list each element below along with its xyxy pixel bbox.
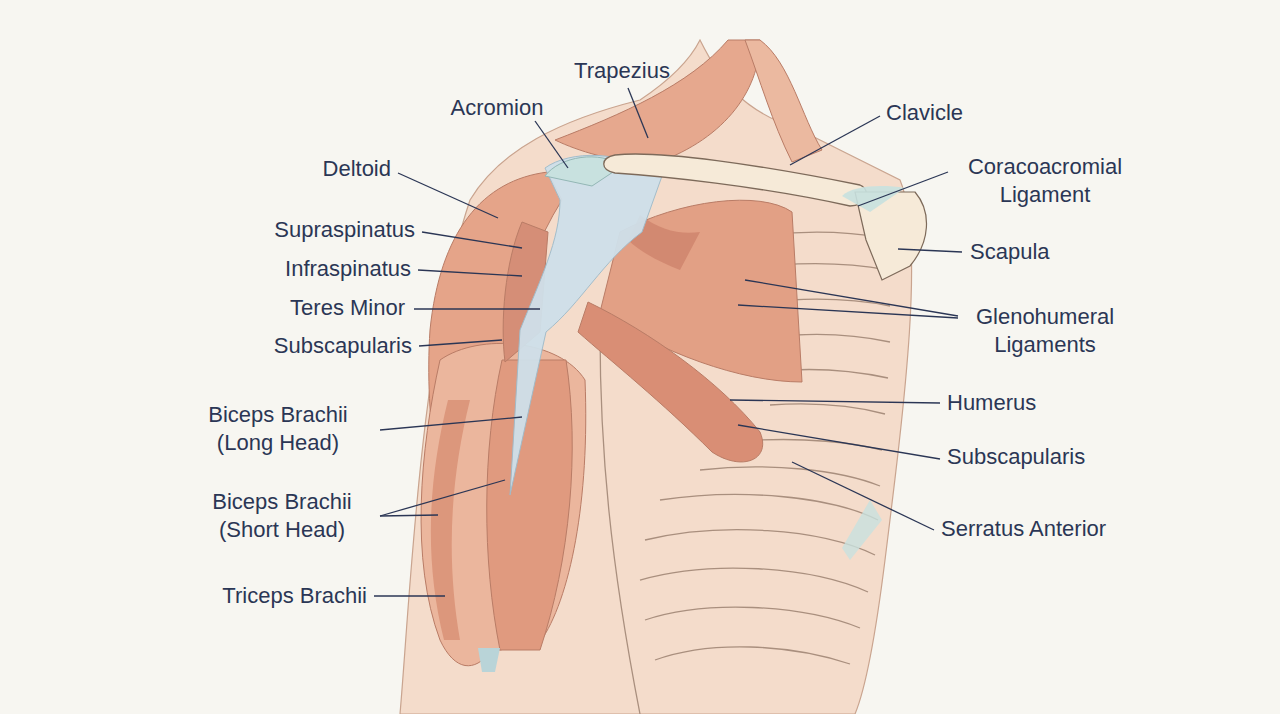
- coracoacromial-ligament: [842, 186, 905, 212]
- rib: [770, 404, 885, 414]
- cartilage: [842, 500, 882, 560]
- leader-line: [738, 425, 940, 459]
- triceps-muscle: [431, 400, 470, 640]
- part-label: Trapezius: [542, 57, 702, 85]
- part-label: Subscapularis: [274, 332, 412, 360]
- leader-line: [422, 232, 522, 248]
- rib: [660, 494, 878, 520]
- leader-line: [419, 340, 502, 346]
- leader-line: [628, 88, 648, 138]
- part-label: Biceps Brachii (Long Head): [183, 401, 373, 457]
- leader-line: [858, 172, 948, 206]
- body-outline: [400, 40, 912, 714]
- rib: [790, 369, 888, 378]
- rib: [645, 530, 875, 555]
- leader-line: [738, 305, 958, 318]
- neck-muscle: [745, 40, 822, 162]
- ligament-tendon: [510, 155, 662, 495]
- part-label: Humerus: [947, 389, 1036, 417]
- part-label: Infraspinatus: [285, 255, 411, 283]
- part-label: Scapula: [970, 238, 1050, 266]
- part-label: Subscapularis: [947, 443, 1085, 471]
- part-label: Biceps Brachii (Short Head): [187, 488, 377, 544]
- leader-line: [380, 515, 438, 516]
- leader-line: [414, 308, 540, 309]
- rib: [795, 334, 890, 342]
- leader-line: [730, 400, 940, 403]
- rib: [700, 467, 880, 486]
- leader-line: [380, 480, 505, 516]
- rib: [780, 264, 888, 270]
- leader-line: [374, 595, 445, 596]
- part-label: Clavicle: [886, 99, 963, 127]
- clavicle-bone: [604, 154, 867, 206]
- rib: [645, 607, 860, 628]
- part-label: Supraspinatus: [274, 216, 415, 244]
- leader-lines: [374, 88, 962, 596]
- part-label: Deltoid: [323, 155, 391, 183]
- part-label: Teres Minor: [290, 294, 405, 322]
- part-label: Coracoacromial Ligament: [950, 153, 1140, 209]
- rib: [655, 647, 850, 664]
- leader-line: [380, 417, 522, 430]
- rib-edge: [600, 330, 640, 714]
- rib: [760, 439, 882, 450]
- leader-line: [790, 116, 880, 165]
- rib: [640, 568, 868, 592]
- part-label: Serratus Anterior: [941, 515, 1106, 543]
- leader-line: [898, 249, 962, 252]
- upper-arm: [421, 343, 586, 665]
- leader-line: [792, 462, 934, 530]
- part-label: Glenohumeral Ligaments: [958, 303, 1133, 359]
- leader-line: [745, 280, 958, 316]
- leader-line: [418, 270, 522, 276]
- leader-line: [398, 173, 498, 218]
- leader-line: [535, 121, 568, 168]
- part-label: Triceps Brachii: [222, 582, 367, 610]
- part-label: Acromion: [417, 94, 577, 122]
- lower-muscle: [578, 302, 763, 462]
- tendon: [478, 648, 500, 672]
